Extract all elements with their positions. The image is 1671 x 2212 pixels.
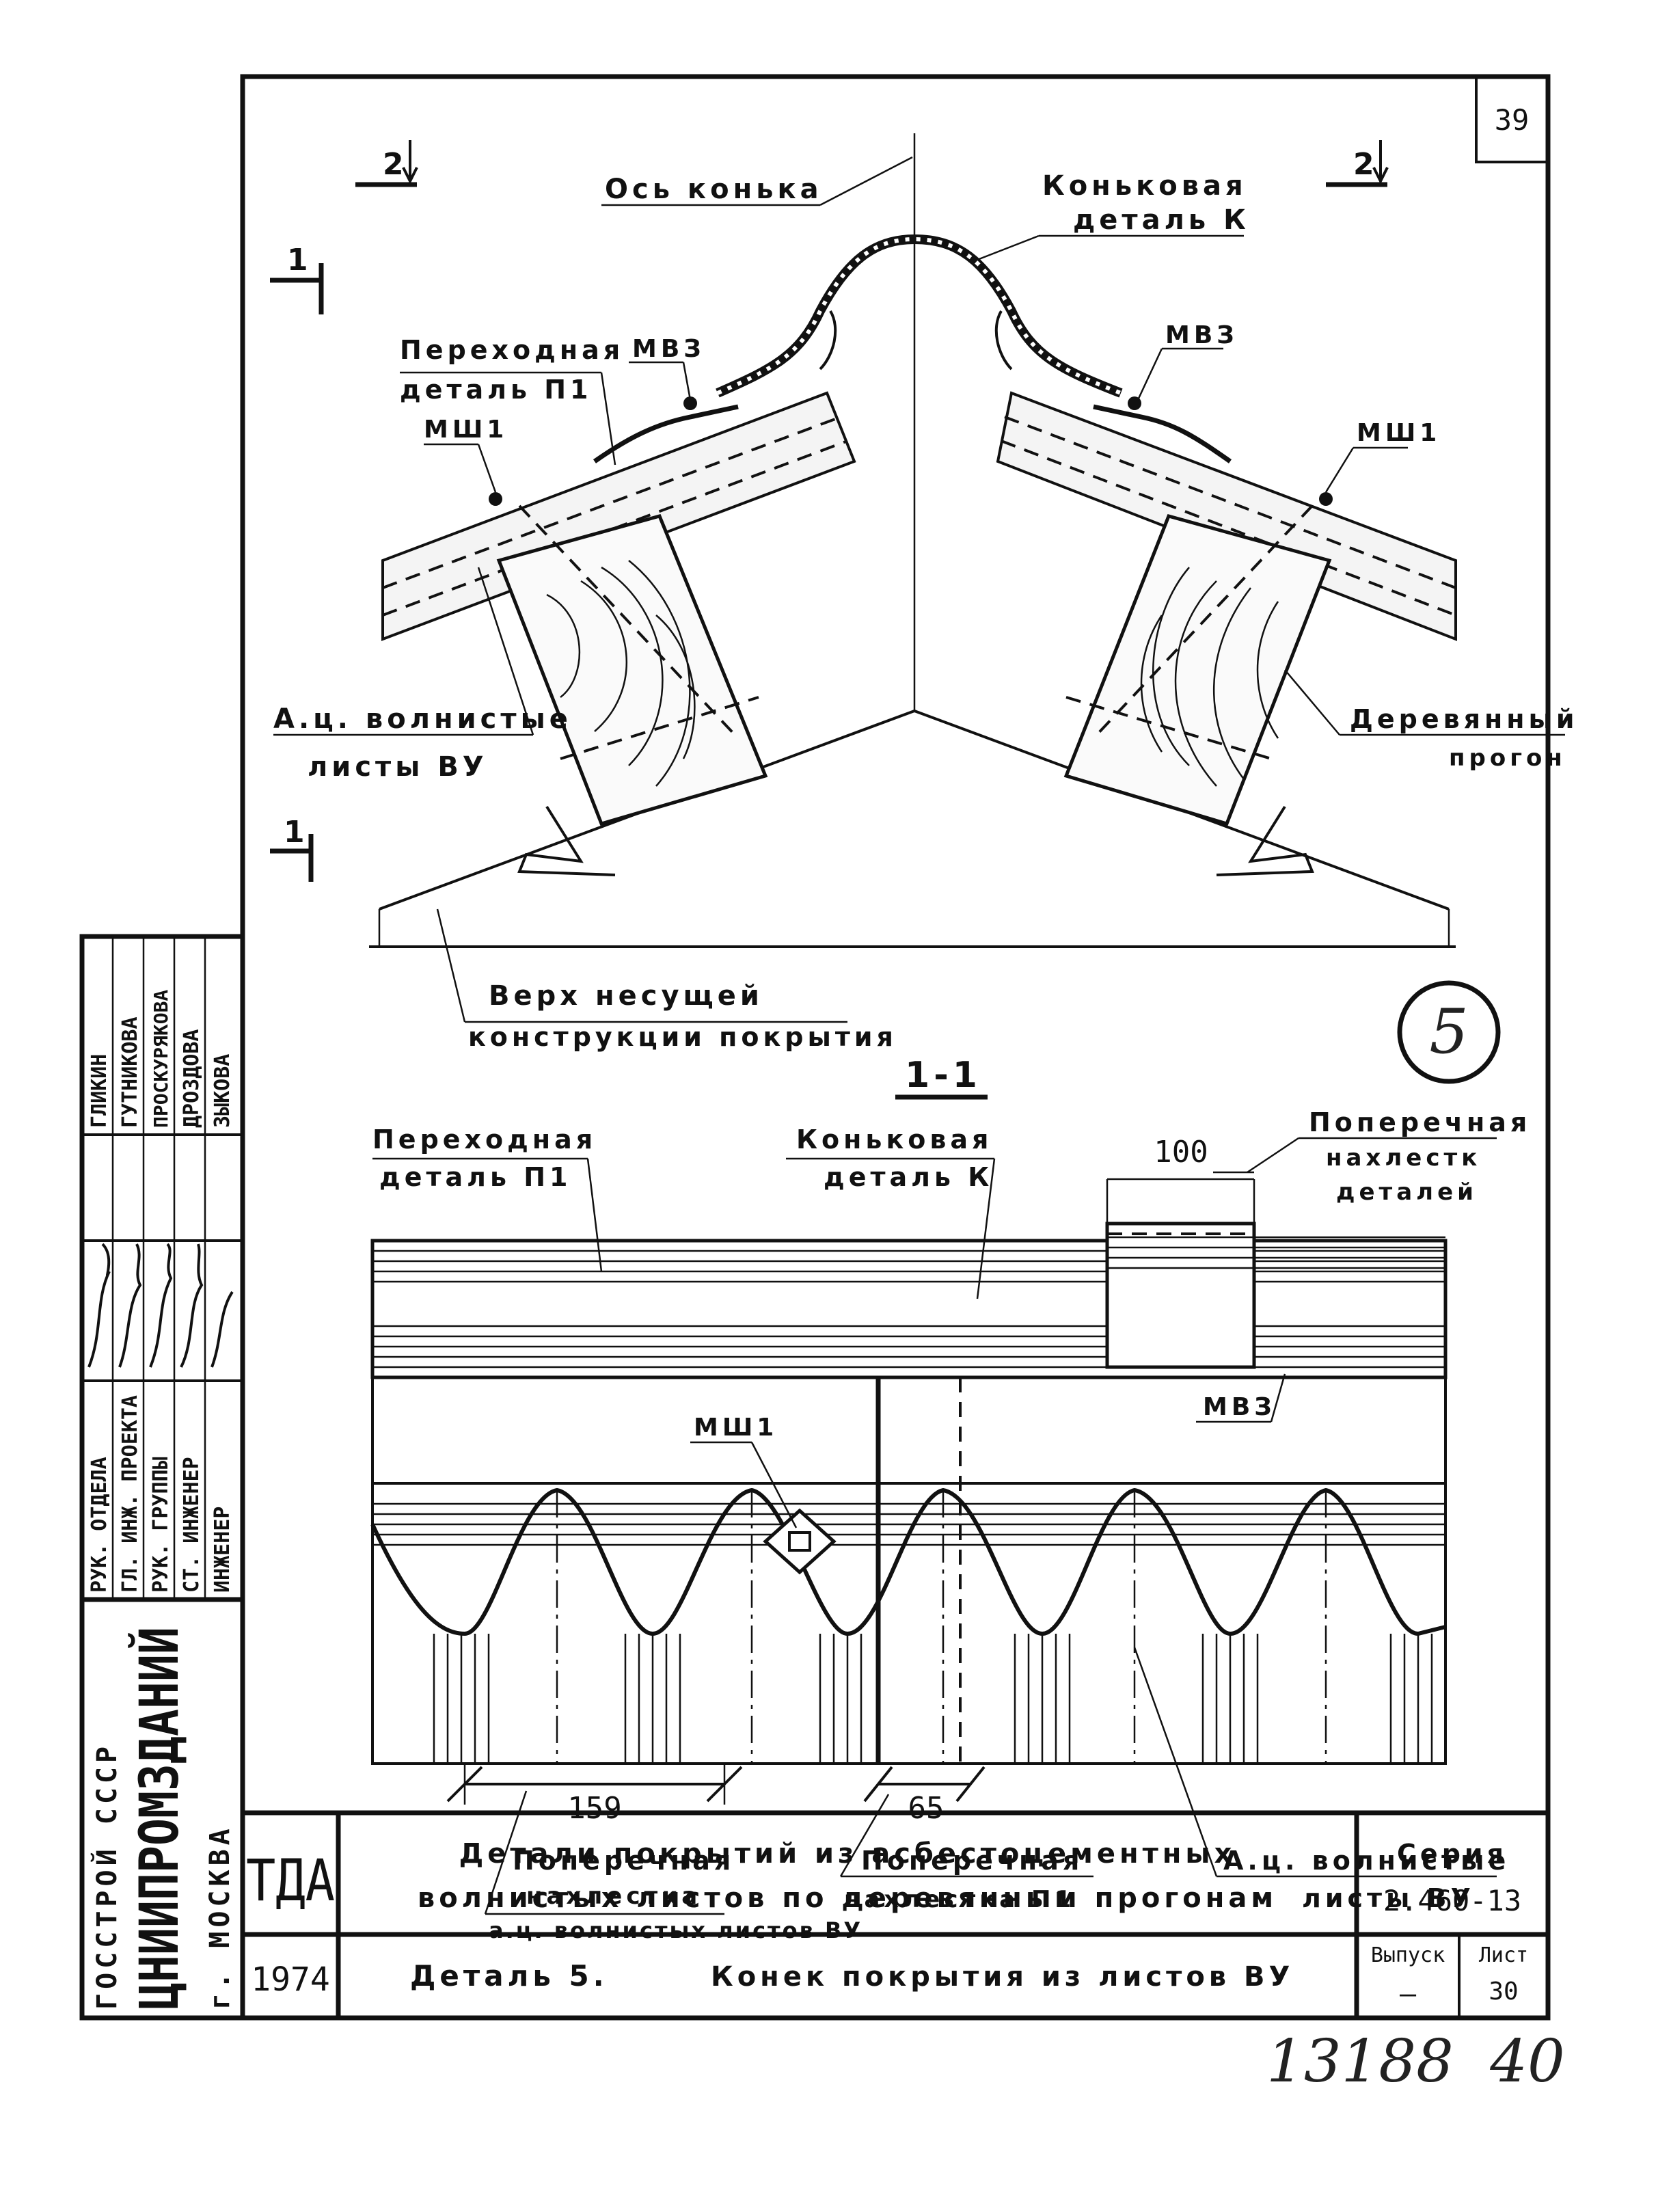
stamp-org-1: ГОССТРОЙ СССР: [90, 1742, 123, 2010]
title-block: [336, 1813, 1461, 2018]
sheet-frame: [79, 74, 1551, 2021]
msh-washer: [763, 1508, 837, 1575]
handwritten-number: 13188: [1266, 2027, 1454, 2096]
stamp-name-4: ЗЫКОВА: [210, 1054, 234, 1128]
corrugation-profile: [370, 1487, 1446, 1636]
purlin-label-1: Деревянный: [1350, 704, 1579, 734]
section-title: 1-1: [905, 1055, 981, 1096]
section-1-bottom-label: 1: [284, 815, 309, 850]
title-line-1: Детали покрытий из асбестоцементных: [459, 1838, 1236, 1870]
issue-value: —: [1400, 1978, 1417, 2010]
overlap-parts-2: нахлестк: [1326, 1144, 1481, 1172]
transition-label-1: Переходная: [400, 335, 624, 365]
title-detail-label: Деталь 5.: [410, 1959, 608, 1993]
sheet-label: Лист: [1479, 1943, 1528, 1967]
title-code: ТДА: [246, 1847, 335, 1914]
section-1-top-label: 1: [287, 243, 312, 278]
handwritten-page: 40: [1489, 2027, 1564, 2096]
series-label: Серия: [1397, 1839, 1508, 1869]
detail-circle: [1397, 980, 1501, 1084]
wavy-sheets-left-1: А.ц. волнистые: [273, 703, 572, 735]
detail-circle-number: 5: [1429, 996, 1468, 1068]
ridge-piece-label-2: деталь К: [1073, 204, 1250, 236]
issue-label: Выпуск: [1371, 1943, 1445, 1967]
support-label-1: Верх несущей: [489, 980, 763, 1012]
right-purlin: [1063, 513, 1332, 826]
stamp-name-3: ДРОЗДОВА: [180, 1029, 204, 1129]
stamp-name-0: ГЛИКИН: [87, 1054, 111, 1128]
section-mvz-label: МВЗ: [1203, 1393, 1276, 1421]
stamp-name-2: ПРОСКУРЯКОВА: [150, 990, 172, 1128]
dimension-100: 100: [1154, 1135, 1208, 1170]
dimension-65: 65: [908, 1791, 945, 1826]
stamp-org-3: г. МОСКВА: [204, 1824, 236, 2010]
mvz-right-label: МВЗ: [1165, 321, 1238, 349]
left-purlin: [496, 513, 768, 826]
signatures: [87, 1243, 234, 1368]
stamp-role-3: СТ. ИНЖЕНЕР: [180, 1457, 204, 1593]
stamp-name-1: ГУТНИКОВА: [118, 1016, 142, 1128]
overlap-sheets-3: а.ц. волнистых листов ВУ: [489, 1917, 862, 1943]
section-transition-1: Переходная: [372, 1124, 597, 1155]
mvz-left-label: МВЗ: [632, 335, 705, 363]
section-2-right-label: 2: [1353, 147, 1378, 182]
section-ridge-1: Коньковая: [796, 1124, 992, 1155]
section-msh-label: МШ1: [694, 1414, 778, 1442]
section-wavy-1: А.ц. волнистые: [1223, 1846, 1510, 1876]
stamp-role-2: РУК. ГРУППЫ: [149, 1457, 173, 1593]
ridge-cross-section: [369, 133, 1457, 948]
sheet-value: 30: [1489, 1978, 1518, 2006]
msh-right-label: МШ1: [1357, 419, 1441, 447]
purlin-label-2: прогон: [1449, 744, 1566, 772]
overlap-p1-1: Поперечная: [861, 1846, 1083, 1876]
stamp-org-2: ЦНИИПРОМЗДАНИЙ: [128, 1627, 191, 2010]
overlap-sheets-1: Поперечная: [513, 1846, 735, 1876]
ridge-axis-label: Ось конька: [605, 174, 823, 205]
title-line-2: волнистых листов по деревянным прогонам: [418, 1883, 1277, 1914]
title-year: 1974: [251, 1960, 330, 1999]
page-number: 39: [1495, 103, 1530, 137]
top-leaders: [273, 156, 1565, 1023]
section-2-left-label: 2: [383, 147, 408, 182]
section-transition-2: деталь П1: [379, 1162, 571, 1192]
dimension-159: 159: [567, 1791, 621, 1826]
stamp-role-1: ГЛ. ИНЖ. ПРОЕКТА: [118, 1395, 142, 1593]
stamp-role-0: РУК. ОТДЕЛА: [87, 1457, 111, 1593]
section-markers: [270, 140, 1389, 882]
overlap-p1-2: нахлестка П1: [844, 1886, 1075, 1913]
section-1-1-view: [370, 1222, 1448, 1765]
support-label-2: конструкции покрытия: [468, 1022, 897, 1052]
ridge-piece: [716, 234, 1123, 398]
series-value: 2.460-13: [1383, 1884, 1521, 1917]
section-leaders: [372, 1137, 1497, 1915]
transition-label-2: деталь П1: [400, 375, 592, 405]
section-ridge-2: деталь К: [824, 1162, 993, 1192]
overlap-parts-1: Поперечная: [1309, 1107, 1531, 1137]
side-stamp: [82, 936, 243, 1602]
ridge-piece-label-1: Коньковая: [1042, 170, 1247, 202]
overlap-sheets-2: нахлестка: [526, 1883, 701, 1910]
title-detail-text: Конек покрытия из листов ВУ: [711, 1961, 1294, 1993]
overlap-parts-3: деталей: [1336, 1178, 1478, 1206]
stamp-role-4: ИНЖЕНЕР: [210, 1507, 234, 1593]
section-wavy-2: листы ВУ: [1302, 1883, 1475, 1913]
wavy-sheets-left-2: листы ВУ: [308, 751, 488, 783]
msh-left-label: МШ1: [424, 416, 508, 444]
